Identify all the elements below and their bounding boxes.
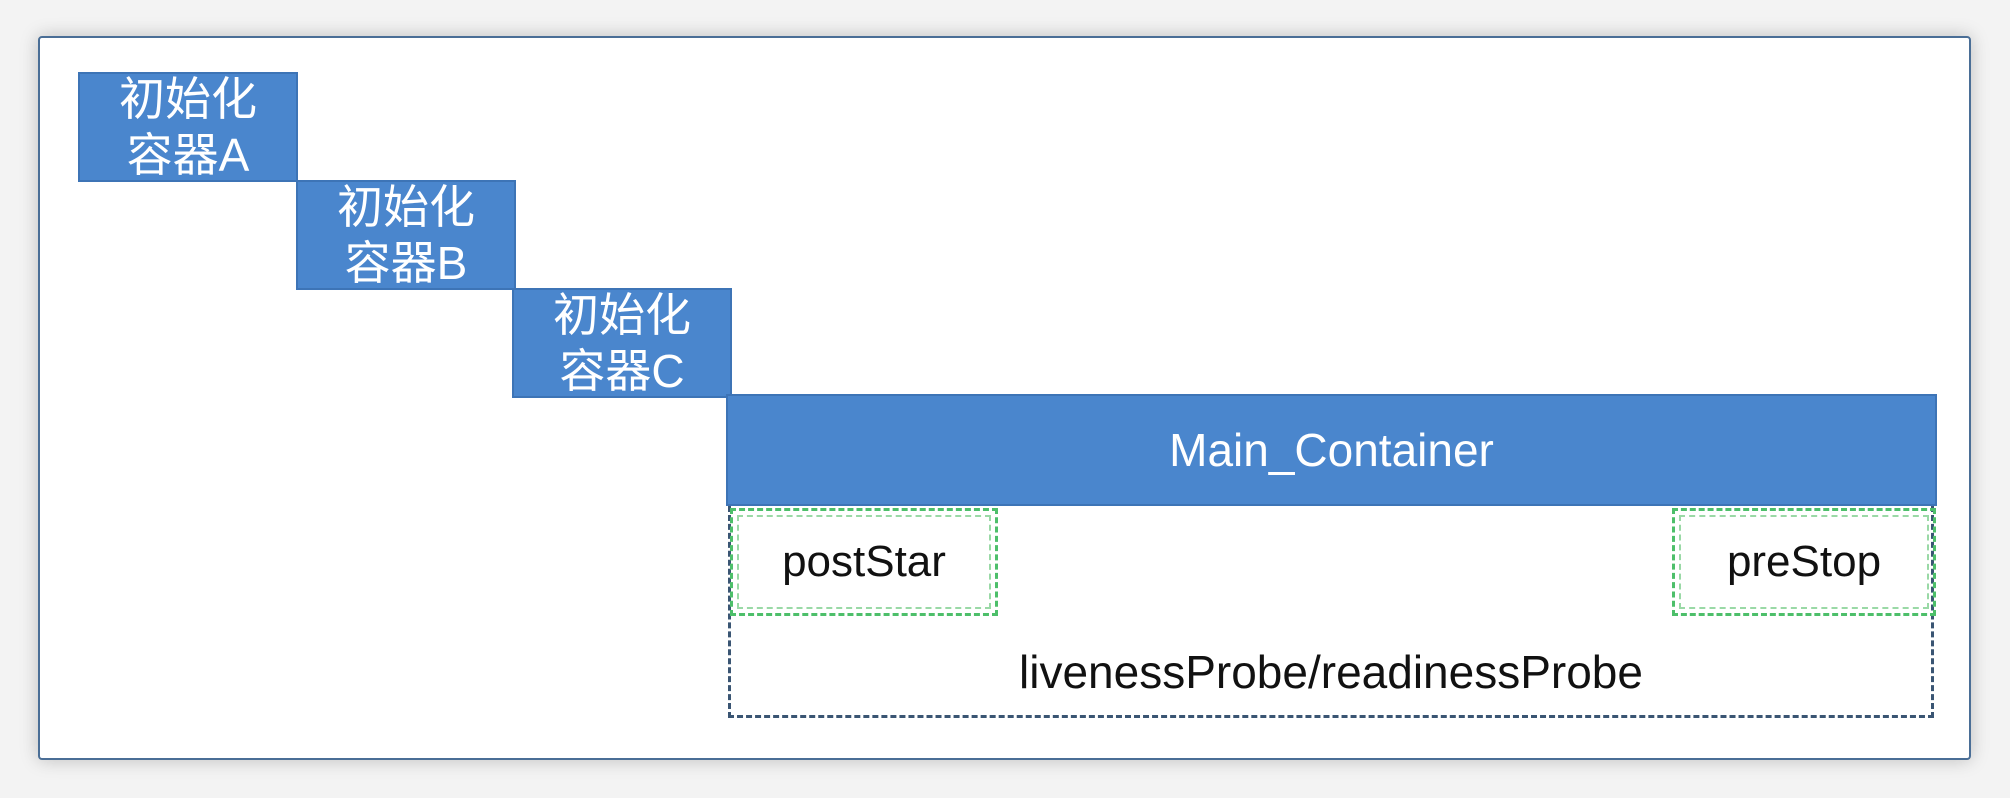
main-container-block: Main_Container xyxy=(726,394,1937,506)
pre-stop-hook: preStop xyxy=(1672,508,1936,616)
pre-stop-label: preStop xyxy=(1726,537,1882,586)
post-start-hook: postStar xyxy=(730,508,998,616)
init-container-a-line2: 容器A xyxy=(126,129,250,181)
init-container-c-line1: 初始化 xyxy=(553,289,691,341)
probe-label: livenessProbe/readinessProbe xyxy=(1019,646,1643,698)
init-container-a: 初始化 容器A xyxy=(78,72,298,182)
init-container-b-line1: 初始化 xyxy=(337,181,475,233)
init-container-c-line2: 容器C xyxy=(559,345,685,397)
init-container-b: 初始化 容器B xyxy=(296,180,516,290)
post-start-label: postStar xyxy=(782,537,946,586)
probe-region xyxy=(728,506,1934,718)
main-container-label: Main_Container xyxy=(1169,424,1494,476)
init-container-c: 初始化 容器C xyxy=(512,288,732,398)
init-container-a-line1: 初始化 xyxy=(119,73,257,125)
init-container-b-line2: 容器B xyxy=(344,237,468,289)
